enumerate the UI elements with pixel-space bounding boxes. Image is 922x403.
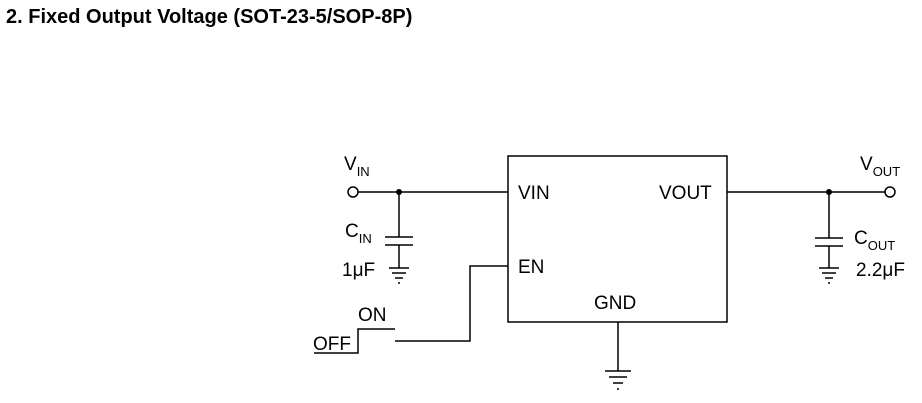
page-title: 2. Fixed Output Voltage (SOT-23-5/SOP-8P… (6, 6, 413, 28)
pin-vout-label: VOUT (659, 183, 712, 204)
pin-en-label: EN (518, 257, 544, 278)
vout-label: VOUT (860, 154, 900, 179)
switch-on-label: ON (358, 305, 387, 326)
cin-value: 1μF (342, 260, 375, 281)
cout-value: 2.2μF (856, 260, 905, 281)
pin-gnd-label: GND (594, 293, 636, 314)
vin-terminal (347, 186, 359, 198)
gnd-ground-icon (605, 370, 631, 390)
vin-label: VIN (344, 154, 370, 179)
en-wire (395, 265, 508, 342)
on-off-switch-step (314, 328, 395, 354)
switch-off-label: OFF (313, 334, 351, 355)
cout-ground-icon (819, 267, 839, 284)
cin-ground-icon (389, 267, 409, 284)
cout-label: COUT (854, 228, 895, 253)
cin-label: CIN (345, 221, 372, 246)
vout-terminal (884, 186, 896, 198)
pin-vin-label: VIN (518, 183, 550, 204)
